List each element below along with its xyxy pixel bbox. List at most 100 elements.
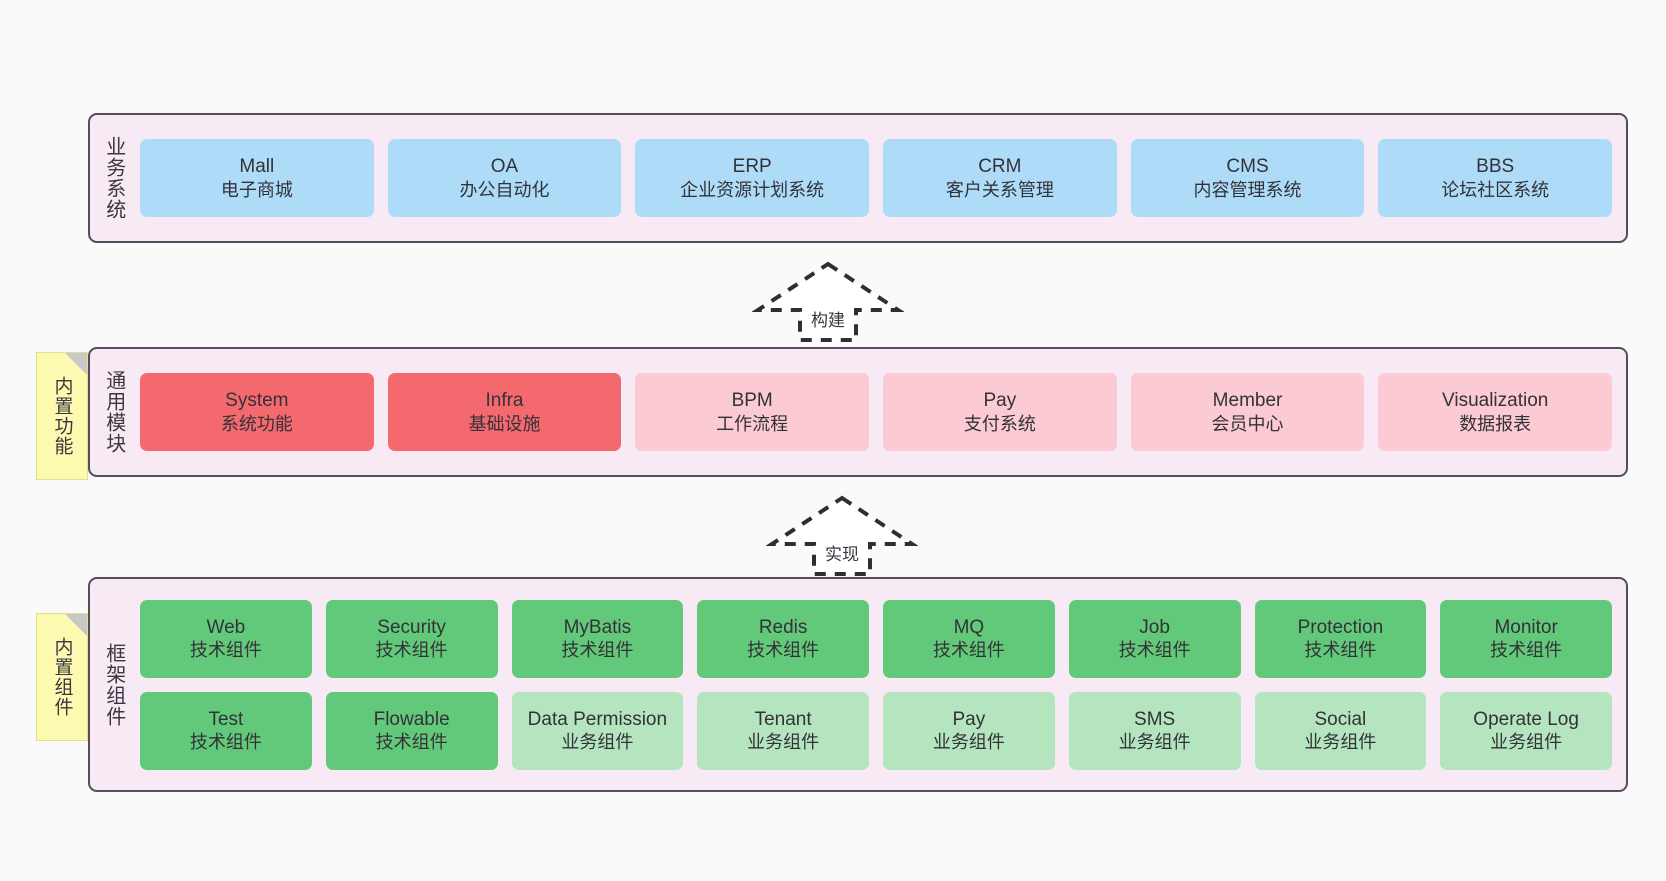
layer-common-modules: 通用模块 System 系统功能 Infra 基础设施 BPM 工作流程 Pay… <box>88 347 1628 477</box>
node-label-cn: 会员中心 <box>1211 413 1284 434</box>
note-builtin-features: 内置功能 <box>36 352 88 480</box>
node-label-en: Test <box>208 708 244 730</box>
node-label-en: Infra <box>485 390 524 412</box>
node-label-cn: 工作流程 <box>716 413 789 434</box>
node-label-en: Flowable <box>373 708 450 730</box>
node-test[interactable]: Test 技术组件 <box>140 691 312 770</box>
node-label-en: Visualization <box>1442 390 1549 412</box>
node-label-en: Web <box>206 616 246 638</box>
node-label-cn: 技术组件 <box>375 732 448 753</box>
node-protection[interactable]: Protection 技术组件 <box>1254 599 1427 678</box>
node-label-cn: 论坛社区系统 <box>1441 179 1550 200</box>
note-label: 内置功能 <box>51 376 73 456</box>
layer-row: System 系统功能 Infra 基础设施 BPM 工作流程 Pay 支付系统… <box>140 373 1613 451</box>
node-label-cn: 技术组件 <box>932 640 1005 661</box>
node-tenant[interactable]: Tenant 业务组件 <box>697 691 869 770</box>
node-social[interactable]: Social 业务组件 <box>1254 691 1427 770</box>
node-label-cn: 技术组件 <box>189 732 262 753</box>
node-label-cn: 系统功能 <box>220 413 293 434</box>
layer-row: Test 技术组件 Flowable 技术组件 Data Permission … <box>140 691 1612 770</box>
node-label-en: SMS <box>1134 708 1176 730</box>
layer-title-common-modules: 通用模块 <box>102 370 125 454</box>
node-label-en: Redis <box>758 616 808 638</box>
node-label-en: MyBatis <box>563 616 632 638</box>
node-monitor[interactable]: Monitor 技术组件 <box>1440 599 1612 678</box>
node-label-en: Member <box>1212 390 1283 412</box>
node-label-cn: 技术组件 <box>1490 640 1563 661</box>
layer-title-framework-components: 框架组件 <box>102 642 125 727</box>
note-builtin-components: 内置组件 <box>36 613 88 741</box>
node-label-cn: 业务组件 <box>747 732 820 753</box>
node-label-en: Operate Log <box>1473 708 1579 730</box>
node-label-en: Monitor <box>1494 616 1558 638</box>
node-label-cn: 电子商城 <box>220 179 293 200</box>
node-label-cn: 业务组件 <box>1490 732 1563 753</box>
node-label-en: Pay <box>952 708 986 730</box>
node-label-cn: 技术组件 <box>1304 640 1377 661</box>
node-label-cn: 支付系统 <box>963 413 1036 434</box>
layer-body-framework-components: Web 技术组件 Security 技术组件 MyBatis 技术组件 Redi… <box>136 579 1626 790</box>
layer-body-common-modules: System 系统功能 Infra 基础设施 BPM 工作流程 Pay 支付系统… <box>136 349 1626 475</box>
layer-title-business-systems: 业务系统 <box>102 136 125 220</box>
node-label-cn: 内容管理系统 <box>1193 179 1302 200</box>
node-security[interactable]: Security 技术组件 <box>325 599 498 678</box>
node-label-cn: 技术组件 <box>189 640 262 661</box>
node-label-en: Tenant <box>754 708 812 730</box>
node-label-cn: 业务组件 <box>1118 732 1191 753</box>
note-fold-corner-icon <box>65 614 87 636</box>
node-label-cn: 业务组件 <box>561 732 634 753</box>
implement-arrow-icon <box>765 495 919 576</box>
node-job[interactable]: Job 技术组件 <box>1068 599 1241 678</box>
node-infra[interactable]: Infra 基础设施 <box>387 373 622 451</box>
node-pay-component[interactable]: Pay 业务组件 <box>883 691 1055 770</box>
node-data-permission[interactable]: Data Permission 业务组件 <box>511 691 684 770</box>
node-label-cn: 技术组件 <box>561 640 634 661</box>
node-label-en: Mall <box>239 156 275 178</box>
node-label-en: Data Permission <box>527 708 668 730</box>
node-mybatis[interactable]: MyBatis 技术组件 <box>511 599 684 678</box>
node-mq[interactable]: MQ 技术组件 <box>883 599 1055 678</box>
build-arrow-icon <box>751 261 905 342</box>
node-label-en: Security <box>377 616 446 638</box>
node-operate-log[interactable]: Operate Log 业务组件 <box>1440 691 1612 770</box>
node-label-en: Pay <box>983 390 1017 412</box>
node-system[interactable]: System 系统功能 <box>140 373 374 451</box>
node-oa[interactable]: OA 办公自动化 <box>387 139 622 217</box>
connector-implement: 实现 <box>765 492 919 578</box>
node-crm[interactable]: CRM 客户关系管理 <box>883 139 1117 217</box>
layer-body-business-systems: Mall 电子商城 OA 办公自动化 ERP 企业资源计划系统 CRM 客户关系… <box>136 115 1626 241</box>
node-label-cn: 技术组件 <box>747 640 820 661</box>
node-redis[interactable]: Redis 技术组件 <box>697 599 869 678</box>
node-sms[interactable]: SMS 业务组件 <box>1068 691 1241 770</box>
node-label-en: Social <box>1314 708 1367 730</box>
node-label-en: Protection <box>1297 616 1384 638</box>
node-bpm[interactable]: BPM 工作流程 <box>635 373 870 451</box>
node-label-en: BPM <box>731 390 773 412</box>
node-label-en: System <box>225 390 289 412</box>
node-label-cn: 基础设施 <box>468 413 541 434</box>
node-flowable[interactable]: Flowable 技术组件 <box>325 691 498 770</box>
node-label-cn: 数据报表 <box>1459 413 1532 434</box>
layer-row: Web 技术组件 Security 技术组件 MyBatis 技术组件 Redi… <box>140 599 1612 678</box>
note-label: 内置组件 <box>51 637 73 717</box>
node-label-en: BBS <box>1476 156 1515 178</box>
node-pay-module[interactable]: Pay 支付系统 <box>883 373 1117 451</box>
node-label-cn: 企业资源计划系统 <box>680 179 825 200</box>
node-erp[interactable]: ERP 企业资源计划系统 <box>635 139 870 217</box>
note-fold-corner-icon <box>65 353 87 375</box>
node-web[interactable]: Web 技术组件 <box>140 599 312 678</box>
layer-row: Mall 电子商城 OA 办公自动化 ERP 企业资源计划系统 CRM 客户关系… <box>140 139 1613 217</box>
node-label-en: CRM <box>978 156 1022 178</box>
node-label-cn: 技术组件 <box>375 640 448 661</box>
node-label-cn: 业务组件 <box>1304 732 1377 753</box>
node-label-en: Job <box>1139 616 1170 638</box>
node-member[interactable]: Member 会员中心 <box>1130 373 1365 451</box>
node-mall[interactable]: Mall 电子商城 <box>140 139 374 217</box>
layer-framework-components: 框架组件 Web 技术组件 Security 技术组件 MyBatis 技术组件… <box>88 577 1628 792</box>
node-visualization[interactable]: Visualization 数据报表 <box>1378 373 1613 451</box>
node-label-en: MQ <box>953 616 985 638</box>
node-cms[interactable]: CMS 内容管理系统 <box>1130 139 1365 217</box>
node-bbs[interactable]: BBS 论坛社区系统 <box>1378 139 1613 217</box>
connector-build: 构建 <box>751 258 905 344</box>
